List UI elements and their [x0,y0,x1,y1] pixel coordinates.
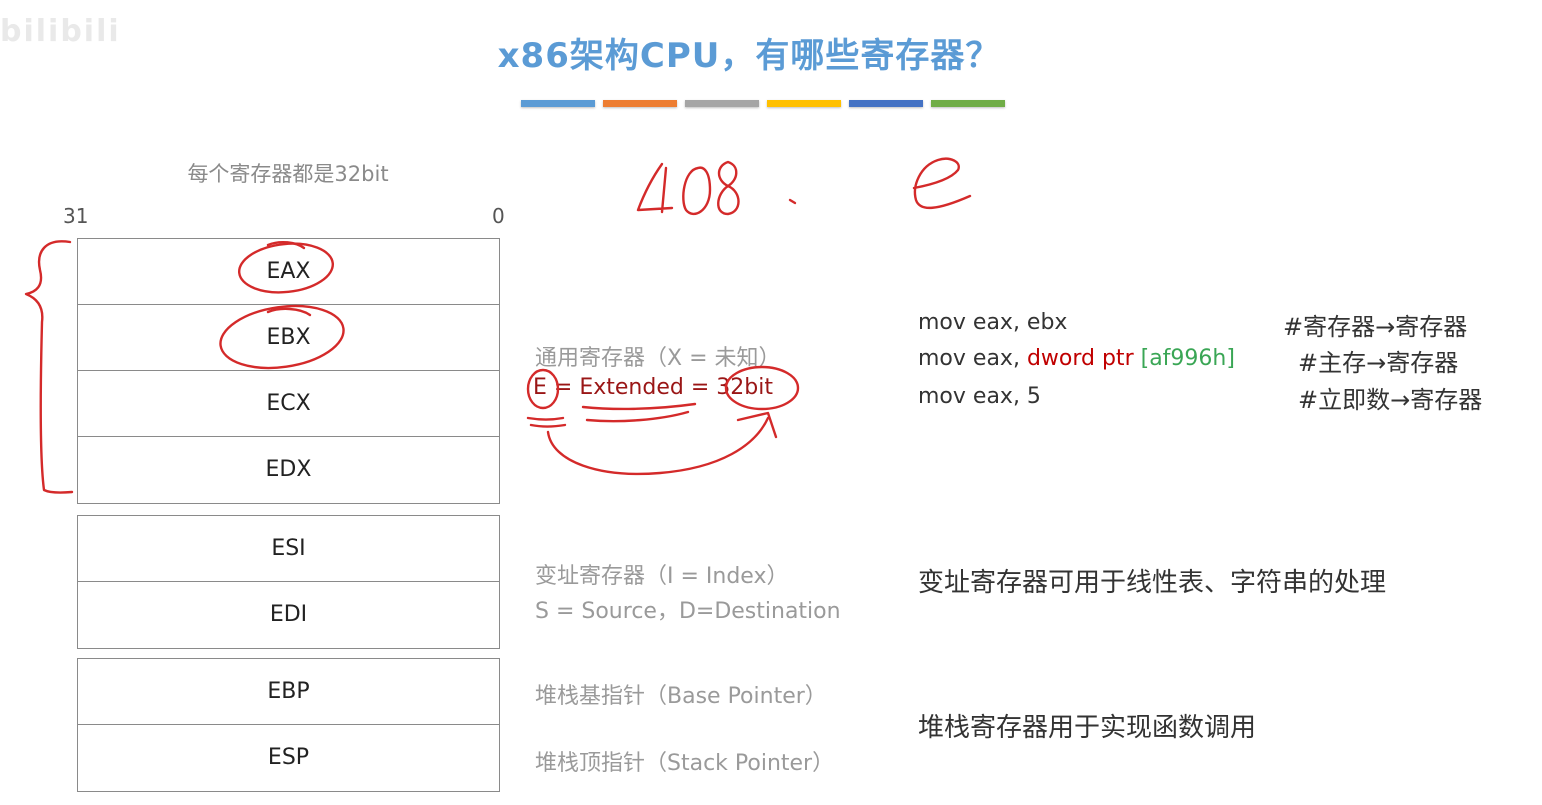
e-underline [526,416,567,428]
extended-underline [581,402,697,411]
digit-8 [717,160,740,216]
register-caption: 每个寄存器都是32bit [187,162,389,186]
register-esi: ESI [78,516,499,582]
register-edx: EDX [265,457,312,482]
e-letter: E [533,375,547,400]
code-line-1: mov eax, ebx [918,310,1068,335]
stripe-4 [767,100,841,107]
bilibili-watermark: bilibili [0,14,121,49]
register-ebx: EBX [78,305,499,371]
register-edi: EDI [269,602,308,627]
index-register-label: 变址寄存器（I = Index） [535,564,789,589]
equals-1: = [546,375,580,400]
code-line-2-green: [af996h] [1140,346,1235,371]
stack-register-group: EBP ESP [77,658,500,792]
index-register-group: ESI EDI [77,515,500,649]
digit-0 [682,166,712,216]
register-esp: ESP [267,745,310,770]
letter-e [912,157,972,210]
slide-title-text: x86架构CPU，有哪些寄存器？ [497,36,1001,76]
stack-pointer-label: 堆栈顶指针（Stack Pointer） [535,751,835,776]
code-line-3: mov eax, 5 [918,384,1041,409]
digit-4 [636,162,674,214]
extended-word: Extended [579,375,684,400]
code-comment-1: #寄存器→寄存器 [1283,313,1468,341]
arrow-curve [546,416,770,476]
index-source-destination: S = Source，D=Destination [535,599,841,624]
bit-high-label: 31 [63,204,89,228]
stripe-1 [521,100,595,107]
handwritten-number-text: 408 [0,0,2,1]
stripe-6 [931,100,1005,107]
code-line-2: mov eax, dword ptr [af996h] [918,346,1235,371]
code-comment-2: #主存→寄存器 [1298,349,1459,377]
code-comment-3: #立即数→寄存器 [1298,386,1483,414]
color-stripe-bar [521,100,1005,107]
extended-definition: E = Extended = 32bit [533,375,773,400]
bits-32: 32bit [716,375,773,400]
arrow-head [736,411,778,439]
register-ecx: ECX [78,371,499,437]
handwritten-letter-text: e [0,0,1,1]
register-ebp: EBP [78,659,499,725]
slide-title: x86架构CPU，有哪些寄存器？ [0,28,1542,77]
code-line-2-prefix: mov eax, [918,346,1027,371]
index-register-note: 变址寄存器可用于线性表、字符串的处理 [918,568,1387,598]
code-line-2-red: dword ptr [1026,346,1141,371]
register-eax: EAX [78,239,499,305]
stripe-5 [849,100,923,107]
equals-2: = [683,375,717,400]
extended-underline-2 [585,410,690,423]
stripe-3 [685,100,759,107]
general-register-label: 通用寄存器（X = 未知） [535,346,781,371]
bit-low-label: 0 [492,204,505,228]
stripe-2 [603,100,677,107]
general-registers-brace [24,240,74,494]
base-pointer-label: 堆栈基指针（Base Pointer） [535,684,827,709]
stack-register-note: 堆栈寄存器用于实现函数调用 [918,713,1257,743]
dot-mark [788,198,797,205]
general-register-group: EAX EBX ECX EDX [77,238,500,504]
